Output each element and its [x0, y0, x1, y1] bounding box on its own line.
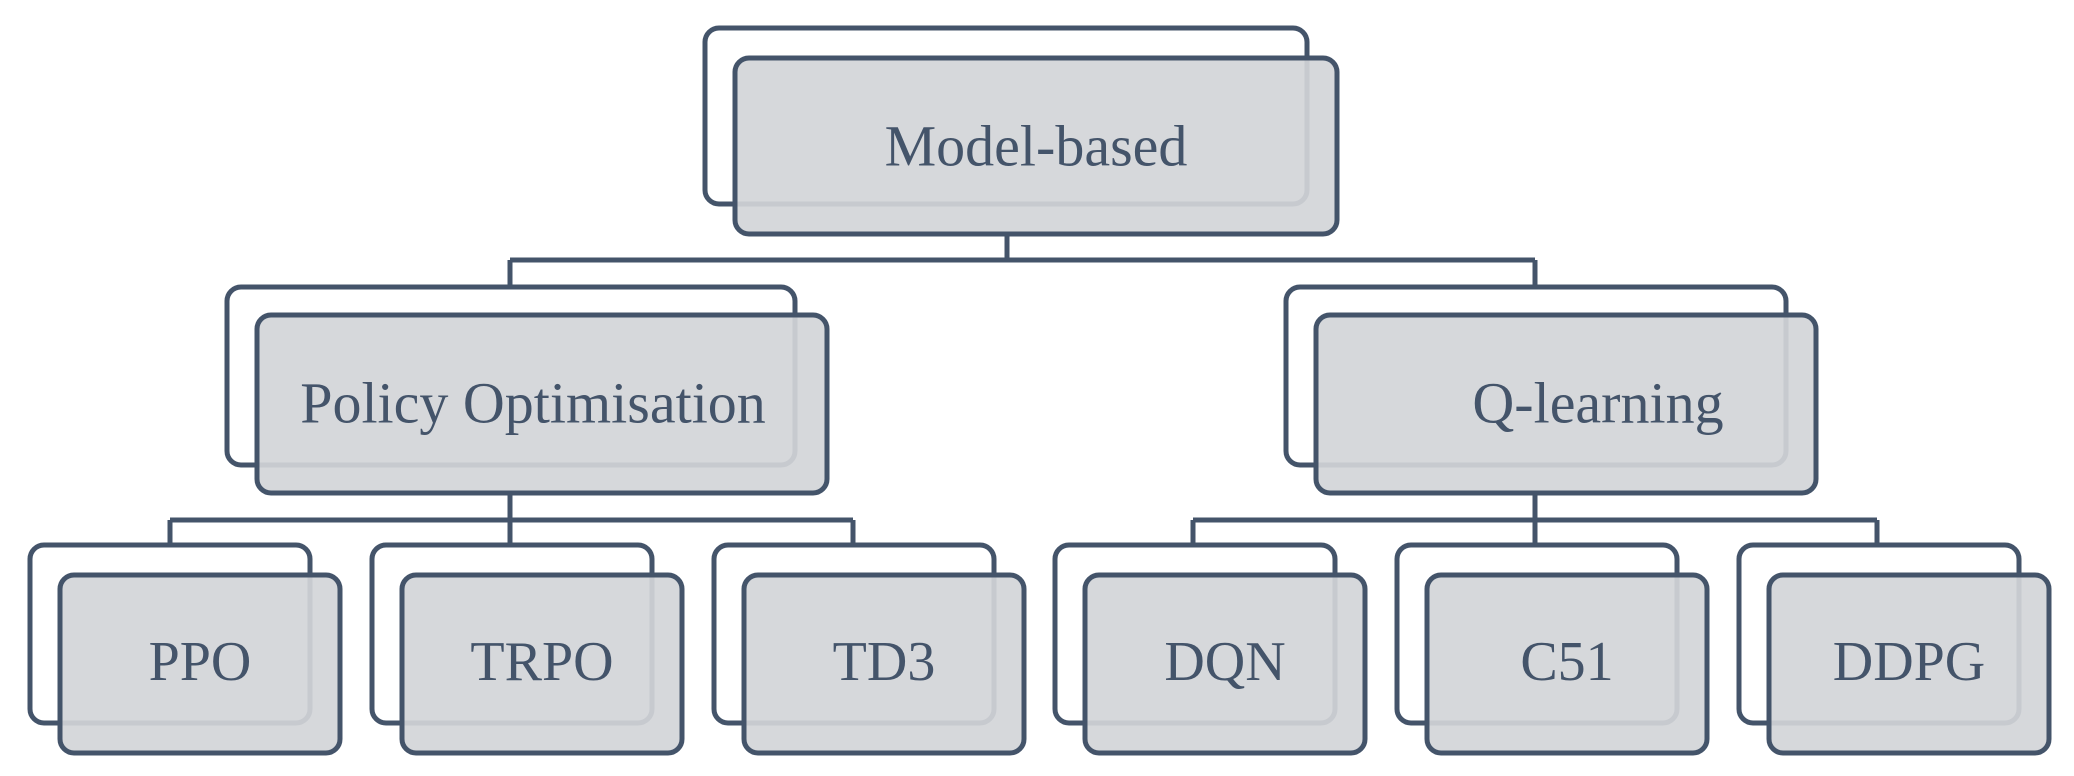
node-label-c51: C51 [1520, 631, 1613, 693]
node-box [732, 55, 1340, 237]
node-ddpg: DDPG [1736, 542, 2052, 756]
node-label-trpo: TRPO [470, 631, 613, 693]
node-dqn: DQN [1052, 542, 1368, 756]
node-td3: TD3 [711, 542, 1027, 756]
node-label-ppo: PPO [149, 631, 252, 693]
node-box [1766, 572, 2052, 756]
node-box [741, 572, 1027, 756]
node-box [254, 312, 830, 496]
connector-policy-children [167, 491, 856, 546]
node-box [399, 572, 685, 756]
node-policy-optimisation: Policy Optimisation [224, 284, 830, 496]
node-label-dqn: DQN [1164, 631, 1285, 693]
node-model-based: Model-based [702, 25, 1340, 237]
node-box [1082, 572, 1368, 756]
node-label-policy-optimisation: Policy Optimisation [300, 371, 766, 436]
connectors [167, 232, 1880, 546]
node-label-ddpg: DDPG [1833, 631, 1985, 693]
connector-qlearning-children [1190, 491, 1880, 546]
connector-root-children [507, 232, 1538, 288]
node-box [1424, 572, 1710, 756]
node-q-learning: Q-learning [1283, 284, 1819, 496]
node-c51: C51 [1394, 542, 1710, 756]
node-label-q-learning: Q-learning [1472, 371, 1723, 436]
node-ppo: PPO [27, 542, 343, 756]
node-label-td3: TD3 [833, 631, 936, 693]
node-label-model-based: Model-based [885, 114, 1188, 179]
node-box [57, 572, 343, 756]
node-trpo: TRPO [369, 542, 685, 756]
node-box [1313, 312, 1819, 496]
